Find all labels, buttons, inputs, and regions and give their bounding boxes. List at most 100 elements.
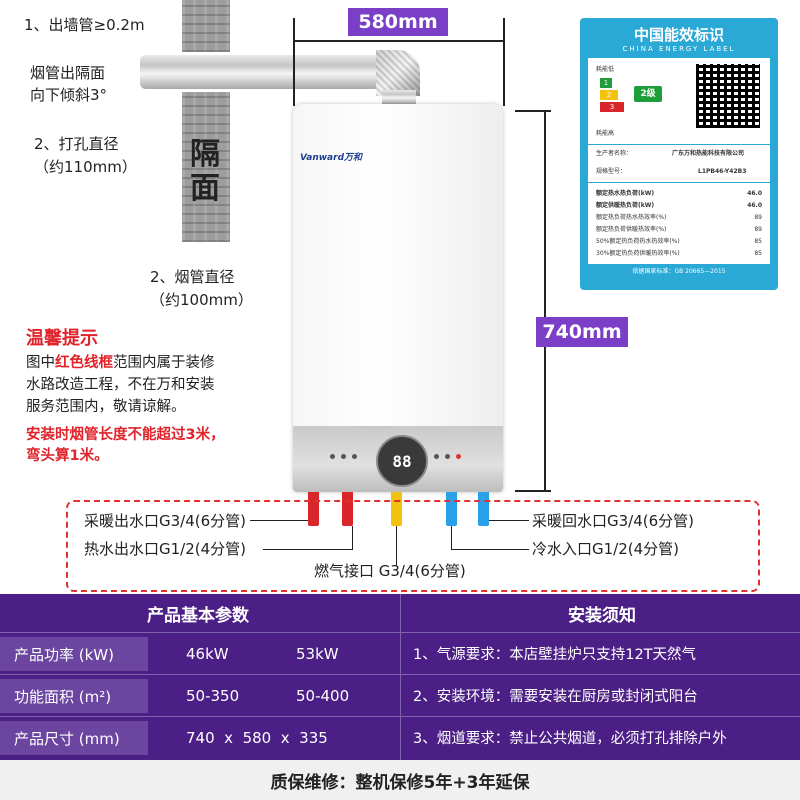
energy-high-label: 耗能高: [596, 130, 615, 137]
install-item: 2、安装环境：需要安装在厨房或封闭式阳台: [401, 674, 800, 715]
model-label: 规格型号：: [596, 168, 627, 175]
install-item: 1、气源要求：本店壁挂炉只支持12T天然气: [401, 632, 800, 673]
leader-line: [263, 549, 353, 550]
note-pipe-out: 1、出墙管≥0.2m: [24, 16, 145, 34]
manufacturer-label: 生产者名称：: [596, 150, 633, 157]
flue-pipe: [140, 55, 380, 89]
params-row-value-1: 46kW: [186, 645, 229, 663]
note-flue-1: 2、烟管直径: [150, 268, 235, 286]
leader-line: [396, 526, 397, 566]
pipe-gas: [391, 492, 402, 526]
grade-badge: 2级: [634, 86, 662, 102]
params-row-value-2: 50-400: [296, 687, 350, 705]
params-row-label: 产品尺寸 (mm): [0, 721, 148, 755]
wall-label-2: 面: [190, 171, 220, 206]
warning-highlight: 红色线框: [55, 355, 113, 371]
note-pipe-slope-1: 烟管出隔面: [30, 64, 106, 82]
warning-text: 图中: [26, 355, 55, 371]
height-tick-top: [515, 110, 551, 112]
energy-row-label: 30%额定热负荷供暖热效率(%): [596, 250, 680, 257]
energy-row: 30%额定热负荷供暖热效率(%) 85: [596, 248, 762, 260]
control-display: 88: [376, 435, 428, 487]
params-row: 功能面积 (m²) 50-350 50-400: [0, 674, 400, 716]
leader-line: [451, 549, 529, 550]
params-row-label: 产品功率 (kW): [0, 637, 148, 671]
energy-row: 额定热水热负荷(kW) 46.0: [596, 188, 762, 200]
energy-row-value: 89: [754, 226, 762, 233]
brand-logo: Vanward万和: [300, 153, 363, 163]
warning-line-2: 水路改造工程，不在万和安装: [26, 377, 215, 393]
note-hole-1: 2、打孔直径: [34, 135, 119, 153]
energy-label-subtitle: CHINA ENERGY LABEL: [622, 45, 736, 53]
note-hole-2: （约110mm）: [34, 158, 137, 176]
params-row: 产品功率 (kW) 46kW 53kW: [0, 632, 400, 674]
energy-label-title: 中国能效标识: [633, 26, 724, 44]
energy-row-label: 50%额定热负荷热水热效率(%): [596, 238, 680, 245]
energy-row-value: 46.0: [747, 190, 762, 197]
decoration-scope-box: [66, 500, 760, 592]
height-tick-bottom: [515, 490, 551, 492]
button-dot-icon: [352, 454, 357, 459]
height-line: [544, 112, 546, 490]
energy-row: 额定供暖热负荷(kW)46.0: [596, 200, 762, 212]
energy-row-label: 额定热负荷供暖热效率(%): [596, 226, 667, 233]
display-digits: 88: [392, 451, 412, 471]
params-header: 产品基本参数: [147, 605, 249, 626]
wall-top: [182, 0, 230, 52]
label-heating-out: 采暖出水口G3/4(6分管): [84, 512, 247, 530]
right-buttons: [434, 454, 470, 464]
grade-1: 1: [600, 78, 612, 88]
energy-standard: 依据国家标准：GB 20665—2015: [588, 264, 770, 280]
install-header: 安装须知: [568, 605, 636, 626]
warranty-footer: 质保维修：整机保修5年+3年延保: [0, 760, 800, 800]
label-cold-in: 冷水入口G1/2(4分管): [532, 540, 680, 558]
energy-row: 额定热负荷供暖热效率(%) 89: [596, 224, 762, 236]
flue-elbow: [376, 50, 420, 96]
energy-label: 中国能效标识 CHINA ENERGY LABEL 耗能低 1 2 3 2级 耗…: [580, 18, 778, 290]
warning-line-1: 图中红色线框范围内属于装修: [26, 352, 215, 374]
energy-row: 额定热负荷热水热效率(%) 89: [596, 212, 762, 224]
button-dot-icon: [434, 454, 439, 459]
pipe-cold-in: [446, 492, 457, 526]
label-heating-return: 采暖回水口G3/4(6分管): [532, 512, 695, 530]
left-buttons: [330, 454, 366, 464]
label-gas: 燃气接口 G3/4(6分管): [314, 562, 466, 580]
pipe-hot-out: [342, 492, 353, 526]
button-dot-icon: [445, 454, 450, 459]
pipe-heating-out: [308, 492, 319, 526]
warning-red-1: 安装时烟管长度不能超过3米，: [26, 427, 225, 443]
width-tick-right: [503, 18, 505, 106]
model-value: L1PB46-Y42B3: [698, 168, 747, 175]
button-dot-icon: [456, 454, 461, 459]
leader-line: [250, 520, 308, 521]
energy-row-value: 89: [754, 214, 762, 221]
energy-row-value: 46.0: [747, 202, 762, 209]
energy-row-label: 额定热水热负荷(kW): [596, 190, 655, 197]
width-tick-left: [293, 18, 295, 106]
energy-row-value: 85: [754, 238, 762, 245]
energy-row-value: 85: [754, 250, 762, 257]
grade-3: 3: [600, 102, 624, 112]
warning-red-2: 弯头算1米。: [26, 448, 109, 464]
divider: [588, 182, 770, 183]
energy-row-label: 额定热负荷热水热效率(%): [596, 214, 667, 221]
params-row-value-1: 50-350: [186, 687, 240, 705]
label-hot-out: 热水出水口G1/2(4分管): [84, 540, 247, 558]
divider: [588, 144, 770, 145]
wall-label-1: 隔: [190, 137, 220, 172]
params-row: 产品尺寸 (mm)740 x 580 x 335: [0, 716, 400, 758]
grade-2: 2: [600, 90, 618, 100]
leader-line: [489, 520, 529, 521]
column-divider: [400, 594, 401, 760]
params-row-label: 功能面积 (m²): [0, 679, 148, 713]
params-row-value-2: 53kW: [296, 645, 339, 663]
width-line: [295, 40, 503, 42]
manufacturer-value: 广东万和热能科技有限公司: [672, 150, 745, 157]
warning-line-3: 服务范围内，敬请谅解。: [26, 399, 186, 415]
flue-drop: [382, 90, 416, 104]
leader-line: [451, 526, 452, 550]
height-badge: 740mm: [536, 317, 628, 347]
pipe-heating-return: [478, 492, 489, 526]
